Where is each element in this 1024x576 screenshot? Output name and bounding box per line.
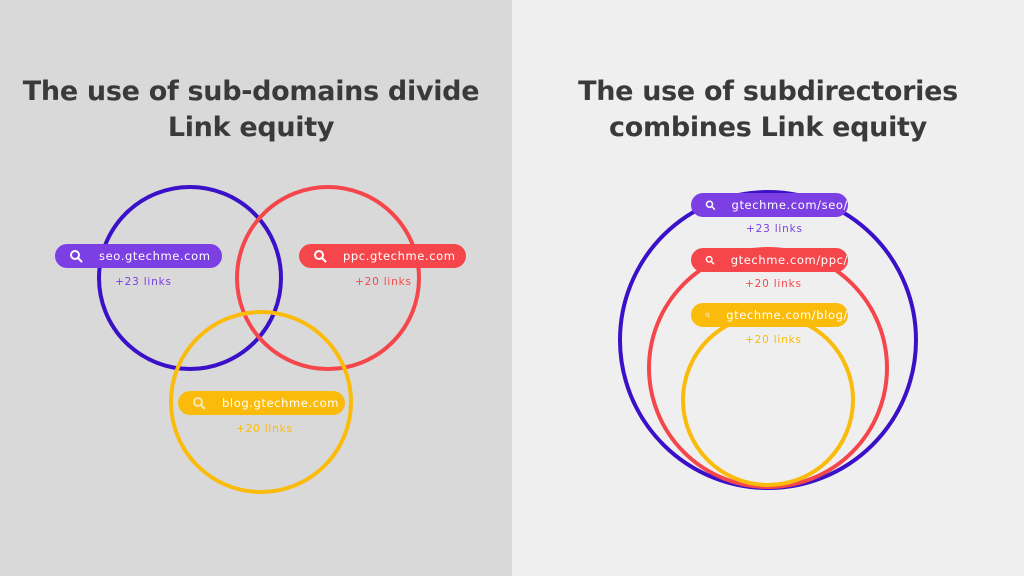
seo-subdirectory-label: gtechme.com/seo/ bbox=[731, 198, 848, 212]
title-line-1: The use of sub-domains divide bbox=[22, 76, 480, 107]
search-icon bbox=[314, 250, 327, 263]
seo-circle bbox=[97, 185, 283, 371]
blog-subdomain-links: +20 links bbox=[236, 423, 293, 435]
ppc-subdirectory-links: +20 links bbox=[745, 278, 802, 290]
seo-subdirectory-links: +23 links bbox=[746, 223, 803, 235]
subdomains-venn-diagram bbox=[97, 185, 421, 494]
subdomains-title: The use of sub-domains divide Link equit… bbox=[0, 74, 502, 146]
seo-subdirectory-pill: gtechme.com/seo/ bbox=[691, 193, 848, 217]
search-icon bbox=[70, 250, 83, 263]
blog-subdomain-label: blog.gtechme.com bbox=[222, 396, 340, 410]
ppc-subdirectory-pill: gtechme.com/ppc/ bbox=[691, 248, 848, 272]
seo-subdomain-pill: seo.gtechme.com bbox=[55, 244, 222, 268]
blog-subdomain-pill: blog.gtechme.com bbox=[178, 391, 345, 415]
search-icon bbox=[705, 255, 715, 265]
search-icon bbox=[705, 312, 711, 318]
blog-circle bbox=[169, 310, 353, 494]
subdirectories-title: The use of subdirectories combines Link … bbox=[512, 74, 1024, 146]
subdomains-panel: The use of sub-domains divide Link equit… bbox=[0, 0, 512, 576]
ppc-subdirectory-label: gtechme.com/ppc/ bbox=[730, 253, 848, 267]
subdirectories-panel: The use of subdirectories combines Link … bbox=[512, 0, 1024, 576]
blog-subdirectory-links: +20 links bbox=[745, 334, 802, 346]
ppc-circle bbox=[235, 185, 421, 371]
seo-subdomain-links: +23 links bbox=[115, 276, 172, 288]
seo-subdomain-label: seo.gtechme.com bbox=[99, 249, 211, 263]
ppc-subdomain-pill: ppc.gtechme.com bbox=[299, 244, 466, 268]
title-line-2: combines Link equity bbox=[609, 112, 927, 143]
title-line-2: Link equity bbox=[167, 112, 335, 143]
ppc-subdomain-label: ppc.gtechme.com bbox=[343, 249, 456, 263]
ppc-subdomain-links: +20 links bbox=[355, 276, 412, 288]
search-icon bbox=[705, 200, 716, 210]
blog-subdirectory-label: gtechme.com/blog/ bbox=[726, 308, 848, 322]
title-line-1: The use of subdirectories bbox=[578, 76, 958, 107]
search-icon bbox=[193, 397, 206, 410]
blog-subdirectory-pill: gtechme.com/blog/ bbox=[691, 303, 848, 327]
